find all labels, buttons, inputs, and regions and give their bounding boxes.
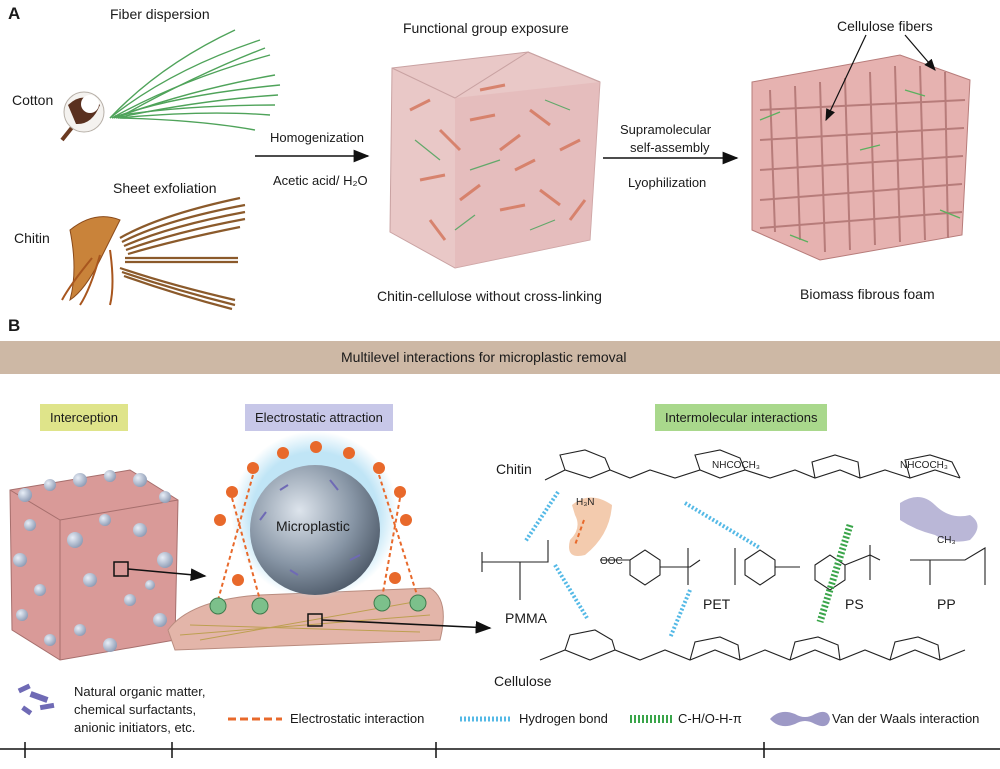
cellulose-label: Cellulose [494,673,552,689]
functional-group-label: Functional group exposure [403,20,569,36]
bottom-timeline [0,742,1000,758]
fiber-dispersion-illustration [109,29,281,131]
negative-charges [214,441,412,586]
legend-electrostatic: Electrostatic interaction [290,711,425,726]
biomass-foam-label: Biomass fibrous foam [800,286,935,302]
pet-label: PET [703,596,731,612]
cotton-illustration [60,91,105,142]
organic-matter-icon [17,683,55,716]
sheet-exfoliation-label: Sheet exfoliation [113,180,217,196]
ooc-label: OOC [600,556,623,567]
hydrogen-bond-lines [523,490,762,639]
cellulose-fibers-pointer-2 [904,34,936,71]
electrostatic-attraction-tag: Electrostatic attraction [245,404,393,431]
microplastic-sphere [250,465,380,595]
self-assembly-label: self-assembly [630,140,710,155]
electrostatic-scene [167,431,492,651]
vdw-highlight [900,496,978,542]
chitin-illustration [61,216,121,306]
polymer-chains [481,540,986,600]
nom-line1: Natural organic matter, [74,684,206,699]
ps-label: PS [845,596,864,612]
homogenization-label: Homogenization [270,130,364,145]
nhcoch3-label-2: NHCOCH₃ [900,460,948,471]
pmma-label: PMMA [505,610,547,626]
h3n-label: H₃N [576,497,595,508]
acetic-acid-label: Acetic acid/ H₂O [273,173,368,188]
banner [0,341,1000,374]
biomass-foam [751,34,971,261]
legend-ch-oh-pi: C-H/O-H-π [678,711,742,726]
ch3-label: CH₃ [937,535,956,546]
nom-line3: anionic initiators, etc. [74,720,196,735]
panel-b-letter: B [8,316,21,335]
intermolecular-interactions-tag: Intermolecular interactions [655,404,828,431]
interception-foam-cube [9,469,207,661]
exfoliated-sheets-illustration [119,196,246,311]
lyophilization-label: Lyophilization [628,175,707,190]
interception-tag: Interception [40,404,128,431]
pp-label: PP [937,596,956,612]
legend-vdw: Van der Waals interaction [832,711,980,726]
cotton-label: Cotton [12,92,54,108]
nom-line2: chemical surfactants, [74,702,197,717]
panel-a-letter: A [8,4,21,23]
chitin-cellulose-cube [389,51,601,269]
cellulose-fibers-label: Cellulose fibers [837,18,933,34]
supramolecular-label: Supramolecular [620,122,712,137]
pi-interaction-line [816,523,854,624]
legend-vdw-swatch [770,711,830,727]
cellulose-chain [539,629,966,661]
chitin-cellulose-label: Chitin-cellulose without cross-linking [377,288,602,304]
chitin-chain [544,449,961,481]
legend-hydrogen-bond: Hydrogen bond [519,711,608,726]
fiber-dispersion-label: Fiber dispersion [110,6,210,22]
banner-text: Multilevel interactions for microplastic… [341,349,627,365]
electrostatic-chem-line [574,519,585,546]
nhcoch3-label-1: NHCOCH₃ [712,460,760,471]
cellulose-fibers-pointer [825,34,867,122]
chitin-label-b: Chitin [496,461,532,477]
microplastic-label: Microplastic [276,518,350,534]
ammonium-highlight [569,497,612,556]
chitin-label-a: Chitin [14,230,50,246]
